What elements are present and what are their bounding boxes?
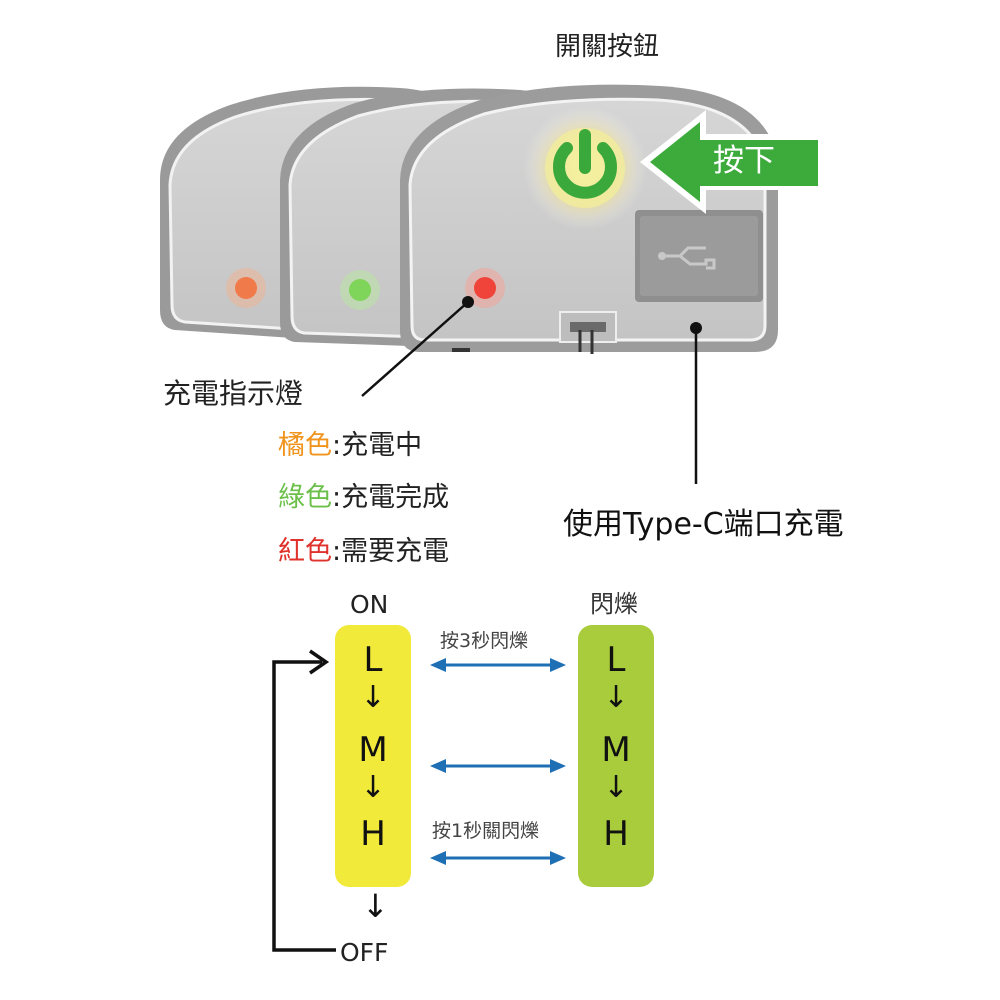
mode-list-flash: L ↓ M ↓ H — [581, 643, 651, 857]
flash-title: 閃爍 — [590, 590, 638, 618]
legend-text: :充電中 — [332, 430, 423, 461]
mode-list-on: L ↓ M ↓ H — [338, 643, 408, 857]
charge-indicator-label: 充電指示燈 — [163, 377, 304, 410]
on-label: ON — [350, 590, 389, 619]
mode-arrow: ↓ — [360, 680, 386, 715]
toggle-arrows — [440, 663, 556, 860]
mode-arrow: ↓ — [360, 770, 386, 805]
off-label: OFF — [340, 938, 389, 967]
press3-label: 按3秒閃爍 — [440, 630, 529, 652]
mode-medium: M — [601, 730, 631, 770]
loop-arrow — [272, 660, 336, 952]
legend-color-name: 橘色 — [278, 430, 332, 461]
led-orange — [226, 268, 266, 308]
mode-arrow: ↓ — [603, 770, 629, 805]
mode-box-flash — [578, 625, 654, 887]
off-arrow: ↓ — [362, 887, 389, 925]
mode-low: L — [363, 640, 383, 680]
legend-red: 紅色:需要充電 — [278, 538, 449, 565]
legend-color-name: 綠色 — [278, 482, 332, 513]
mode-high: H — [603, 814, 629, 854]
power-icon — [553, 129, 617, 199]
mode-high: H — [360, 814, 386, 854]
press-label: 按下 — [713, 143, 775, 179]
indicator-pointer-line — [361, 301, 469, 397]
press1-label: 按1秒關閃爍 — [432, 820, 540, 842]
power-button — [523, 106, 647, 230]
led-green — [340, 270, 380, 310]
usb-icon — [660, 246, 716, 270]
legend-orange: 橘色:充電中 — [278, 432, 422, 459]
mode-low: L — [606, 640, 626, 680]
legend-text: :需要充電 — [332, 536, 450, 567]
legend-green: 綠色:充電完成 — [278, 484, 449, 511]
typec-label: 使用Type-C端口充電 — [563, 507, 844, 542]
press-arrow — [640, 110, 820, 214]
led-red — [465, 268, 505, 308]
legend-text: :充電完成 — [332, 482, 450, 513]
mode-arrow: ↓ — [603, 680, 629, 715]
legend-color-name: 紅色 — [278, 536, 332, 567]
mode-box-on — [335, 625, 411, 887]
power-button-label: 開關按鈕 — [555, 32, 660, 62]
mode-medium: M — [358, 730, 388, 770]
